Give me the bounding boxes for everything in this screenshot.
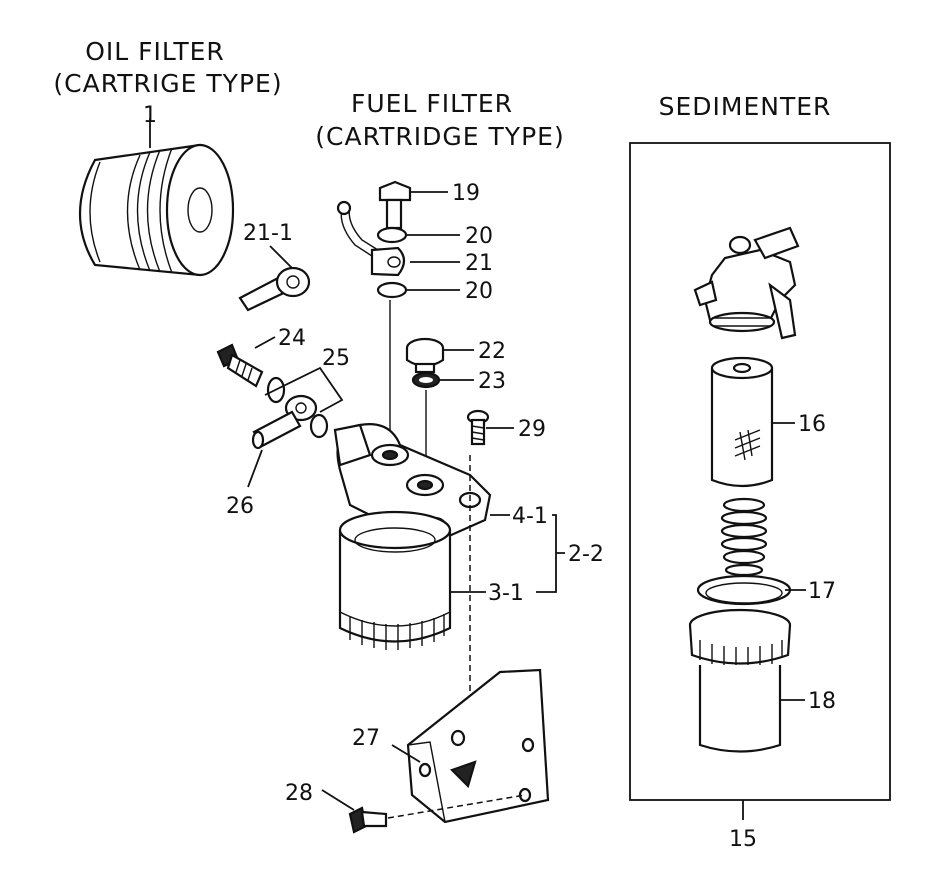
label-28: 28 <box>285 781 313 806</box>
label-27: 27 <box>352 726 380 751</box>
fuel-filter-title: FUEL FILTER <box>351 89 513 118</box>
fuel-filter-cartridge-3-1 <box>338 510 452 650</box>
sedimenter-title: SEDIMENTER <box>659 92 832 121</box>
label-29: 29 <box>518 417 546 442</box>
label-21: 21 <box>465 251 493 276</box>
label-17: 17 <box>808 579 836 604</box>
label-23: 23 <box>478 369 506 394</box>
label-4-1: 4-1 <box>512 504 548 529</box>
label-15: 15 <box>729 827 757 852</box>
plug-22 <box>405 337 445 374</box>
label-20-lower: 20 <box>465 279 493 304</box>
fuel-filter-subtitle: (CARTRIDGE TYPE) <box>315 122 564 151</box>
sedimenter-frame <box>629 142 891 801</box>
spring-17 <box>696 497 792 606</box>
label-20-upper: 20 <box>465 224 493 249</box>
bowl-18 <box>688 608 792 753</box>
oil-filter-subtitle: (CARTRIGE TYPE) <box>53 69 282 98</box>
pipe-26 <box>251 410 302 450</box>
bracket-27 <box>406 668 550 824</box>
sedimenter-head <box>693 226 800 340</box>
label-22: 22 <box>478 339 506 364</box>
label-3-1: 3-1 <box>488 581 524 606</box>
bracket-25 <box>264 366 344 413</box>
bracket-2-2 <box>536 514 565 593</box>
leader-26 <box>247 449 263 488</box>
label-16: 16 <box>798 412 826 437</box>
washer-20-upper <box>376 226 408 244</box>
bolt-29 <box>466 409 490 446</box>
leader-24 <box>254 336 276 349</box>
label-21-1: 21-1 <box>243 221 293 246</box>
label-1: 1 <box>143 103 157 128</box>
label-26: 26 <box>226 494 254 519</box>
oil-filter-cartridge <box>79 143 235 277</box>
label-19: 19 <box>452 181 480 206</box>
banjo-fitting-21-1 <box>238 266 311 312</box>
bolt-28 <box>348 806 388 834</box>
label-25: 25 <box>322 346 350 371</box>
leader-21-1 <box>269 245 293 269</box>
banjo-pipe-21 <box>336 200 406 277</box>
element-16 <box>710 356 774 488</box>
leader-27 <box>391 744 421 763</box>
label-24: 24 <box>278 326 306 351</box>
leader-28 <box>321 789 355 811</box>
label-2-2: 2-2 <box>568 542 604 567</box>
label-18: 18 <box>808 689 836 714</box>
bolt-19 <box>378 180 412 230</box>
washer-23-hole <box>419 377 433 383</box>
fuel-filter-head-4-1 <box>333 423 492 542</box>
assembly-line-28 <box>387 794 526 819</box>
oil-filter-title: OIL FILTER <box>85 37 225 66</box>
washer-20-lower <box>376 281 408 299</box>
bolt-24 <box>216 343 264 388</box>
